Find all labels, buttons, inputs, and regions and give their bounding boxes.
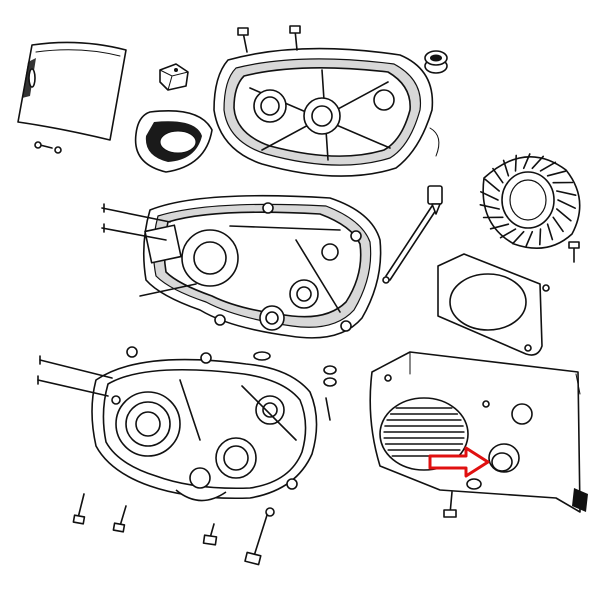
cooling-fan (479, 153, 581, 250)
nut-stack (253, 351, 337, 421)
fan-fin (552, 216, 564, 233)
fan-fin (489, 223, 510, 230)
small-block-part (159, 63, 189, 91)
fan-fin (539, 228, 542, 246)
loose-bolts (72, 493, 275, 566)
small-screw-pair (34, 141, 62, 154)
fan-fin (556, 190, 577, 196)
lower-long-studs (37, 355, 113, 397)
fan-fin (479, 204, 500, 210)
middle-bolts (214, 202, 362, 332)
cover-bolts (237, 25, 301, 53)
small-screw-right (568, 241, 580, 263)
lower-crankcase (91, 346, 318, 502)
clear-window-panel (17, 41, 127, 141)
oval-cover-plate (134, 110, 213, 173)
fan-fin (525, 230, 534, 247)
fan-cover-housing (369, 351, 588, 513)
fan-fin (539, 161, 557, 172)
fan-fin (557, 199, 576, 209)
fan-fin (502, 159, 510, 177)
fan-fin (511, 230, 525, 245)
top-crankcase-cover (213, 47, 440, 177)
middle-crankcase-half (139, 194, 382, 339)
fan-fin (556, 208, 572, 222)
fan-fin (514, 154, 517, 172)
fan-fin (522, 153, 531, 170)
fan-fin (480, 191, 499, 201)
fan-fin (484, 178, 500, 192)
middle-long-studs (101, 203, 171, 241)
housing-bolt (443, 491, 457, 518)
dipstick-rod (382, 185, 443, 284)
fan-fin (499, 228, 517, 239)
fan-fin (531, 155, 544, 170)
bushing-ring (424, 50, 448, 74)
fan-fin (546, 223, 554, 241)
fan-shroud-plate (437, 253, 550, 356)
highlight-arrow (428, 446, 490, 478)
fan-fin (546, 170, 567, 177)
fan-fin (492, 167, 504, 184)
